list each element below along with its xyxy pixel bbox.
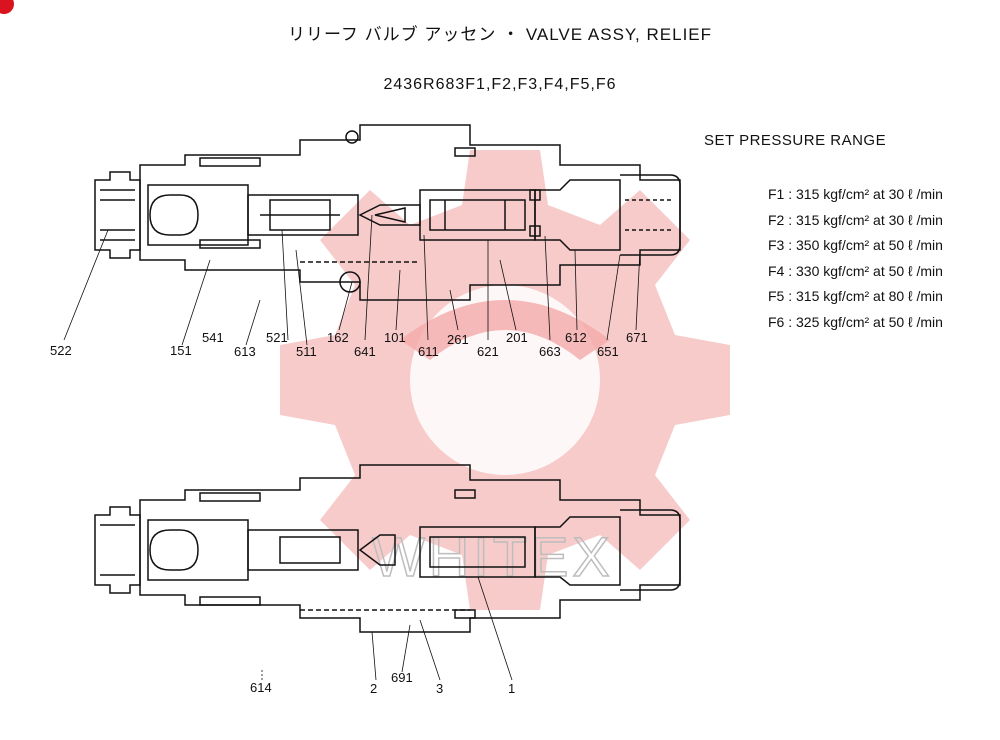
part-number-list: 2436R683F1,F2,F3,F4,F5,F6	[383, 76, 617, 93]
callout-541: 541	[202, 330, 224, 345]
pressure-value: 315 kgf/cm² at 30 ℓ /min	[796, 211, 943, 228]
callout-621: 621	[477, 344, 499, 359]
pressure-code: F4 :	[768, 262, 793, 279]
top-leader-lines	[63, 214, 641, 346]
pressure-range-list: F1 :315 kgf/cm² at 30 ℓ /min F2 :315 kgf…	[768, 182, 943, 335]
callout-261: 261	[447, 332, 469, 347]
pressure-row-f6: F6 :325 kgf/cm² at 50 ℓ /min	[768, 310, 943, 336]
callout-613: 613	[234, 344, 256, 359]
callout-611: 611	[418, 344, 439, 359]
pressure-range-heading: SET PRESSURE RANGE	[704, 132, 887, 149]
callout-671: 671	[626, 330, 648, 345]
pressure-value: 330 kgf/cm² at 50 ℓ /min	[796, 262, 943, 279]
pressure-row-f2: F2 :315 kgf/cm² at 30 ℓ /min	[768, 208, 943, 234]
callout-641: 641	[354, 344, 376, 359]
pressure-row-f1: F1 :315 kgf/cm² at 30 ℓ /min	[768, 182, 943, 208]
pressure-code: F2 :	[768, 211, 793, 228]
callout-663: 663	[539, 344, 561, 359]
pressure-row-f4: F4 :330 kgf/cm² at 50 ℓ /min	[768, 259, 943, 285]
pressure-value: 325 kgf/cm² at 50 ℓ /min	[796, 313, 943, 330]
callout-651: 651	[597, 344, 619, 359]
page-title: リリーフ バルブ アッセン ・ VALVE ASSY, RELIEF	[287, 25, 713, 44]
callout-1: 1	[508, 681, 516, 696]
watermark-text: WHITEX	[372, 525, 614, 588]
callout-691: 691	[391, 670, 413, 685]
pressure-code: F6 :	[768, 313, 793, 330]
pressure-value: 315 kgf/cm² at 30 ℓ /min	[796, 186, 943, 202]
pressure-row-f5: F5 :315 kgf/cm² at 80 ℓ /min	[768, 284, 943, 310]
callout-2: 2	[370, 681, 378, 696]
callout-201: 201	[506, 330, 528, 345]
pressure-row-f3: F3 :350 kgf/cm² at 50 ℓ /min	[768, 233, 943, 259]
callout-522: 522	[50, 343, 72, 358]
callout-101: 101	[384, 330, 406, 345]
callout-162: 162	[327, 330, 349, 345]
top-valve-section	[94, 124, 681, 301]
corner-badge	[0, 0, 14, 14]
pressure-code: F5 :	[768, 288, 793, 304]
pressure-code: F1 :	[768, 186, 793, 202]
callout-614: 614	[250, 680, 272, 695]
bottom-leader-lines	[261, 576, 513, 681]
callout-3: 3	[436, 681, 444, 696]
callout-511: 511	[296, 344, 317, 359]
pressure-value: 315 kgf/cm² at 80 ℓ /min	[796, 288, 943, 304]
callout-612: 612	[565, 330, 587, 345]
watermark-swoosh	[400, 300, 610, 360]
pressure-code: F3 :	[768, 237, 793, 253]
pressure-value: 350 kgf/cm² at 50 ℓ /min	[796, 237, 943, 253]
bottom-valve-section	[94, 464, 681, 633]
callout-151: 151	[170, 343, 192, 358]
callout-521: 521	[266, 330, 288, 345]
